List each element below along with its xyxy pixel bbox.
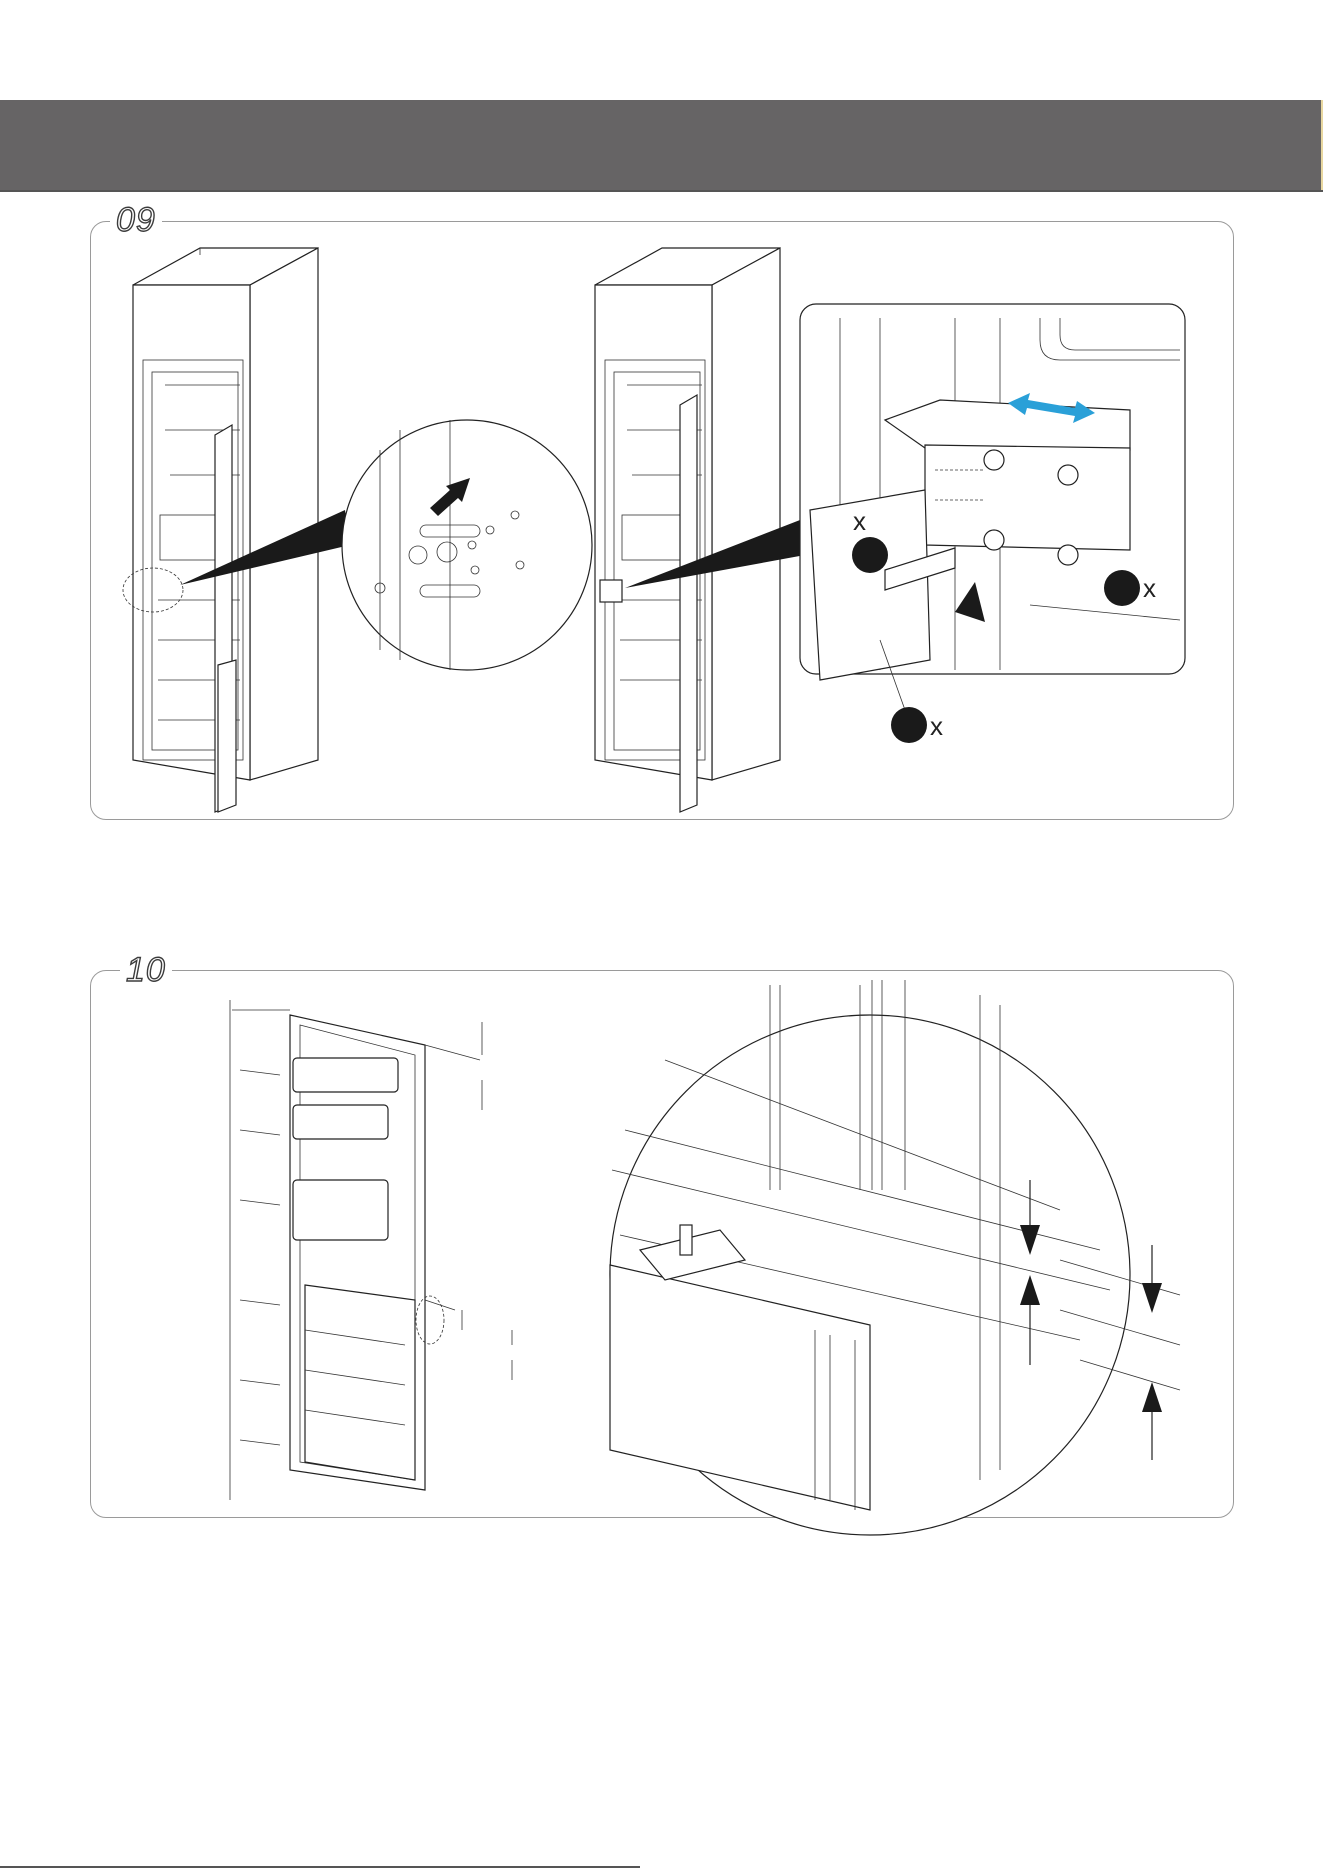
zoom-circle-hinge-gap xyxy=(610,980,1180,1535)
footer-rule xyxy=(0,1866,640,1868)
fridge-front-open xyxy=(230,1000,512,1500)
